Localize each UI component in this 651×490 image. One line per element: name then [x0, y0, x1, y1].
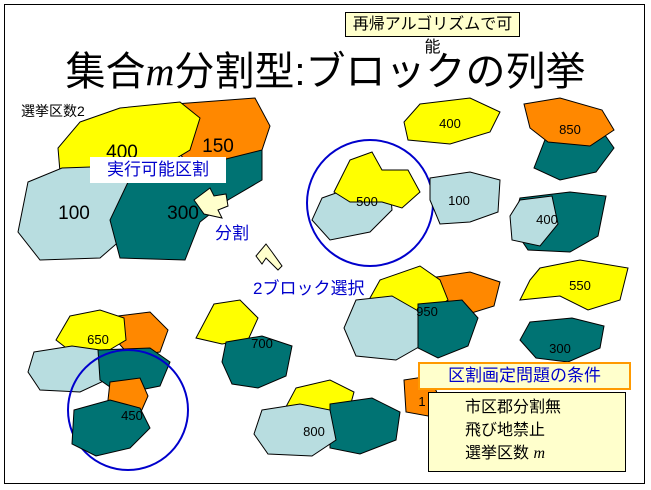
- region-shape-850-orange: [523, 97, 615, 147]
- region-shape-500-yellow: [333, 151, 421, 209]
- label-1: 1: [418, 394, 425, 409]
- region-shape-700-yellow: [195, 299, 259, 345]
- slide-frame: [4, 4, 645, 484]
- label-100-large: 100: [58, 203, 90, 224]
- slide-title: 集合m分割型:ブロックの列挙: [0, 48, 651, 96]
- condition-count-variable: m: [533, 445, 546, 462]
- region-shape-800-teal: [329, 397, 401, 455]
- label-950: 950: [416, 304, 438, 319]
- label-850: 850: [559, 122, 581, 137]
- split-arrow: [193, 187, 229, 219]
- recursive-note: 再帰アルゴリズムで可能: [345, 12, 520, 56]
- label-100: 100: [448, 193, 470, 208]
- region-shape-950-teal: [417, 299, 479, 359]
- label-400-top: 400: [439, 116, 461, 131]
- district-count-label: 選挙区数2: [21, 103, 85, 119]
- region-shape-450-teal: [71, 399, 151, 457]
- region-labels: 400 150 100 300 400 850 500 100 400 550 …: [58, 116, 591, 439]
- select-blocks-label: 2ブロック選択: [253, 279, 365, 298]
- region-shape-800-lightblue: [253, 403, 337, 457]
- split-label: 分割: [215, 224, 249, 243]
- feasible-partition-label: 実行可能区割: [90, 157, 226, 183]
- title-prefix: 集合: [65, 50, 146, 94]
- region-shape-700-teal: [221, 335, 293, 389]
- condition-count-text: 選挙区数: [465, 445, 534, 462]
- label-150-large: 150: [202, 136, 234, 157]
- region-shape-300: [519, 317, 605, 363]
- conditions-box: 市区郡分割無 飛び地禁止 選挙区数 m: [428, 392, 626, 472]
- label-450: 450: [121, 408, 143, 423]
- region-shape-950-lightblue: [343, 295, 425, 361]
- condition-item: 選挙区数 m: [465, 442, 625, 465]
- conditions-header: 区割画定問題の条件: [418, 362, 631, 390]
- label-800: 800: [303, 424, 325, 439]
- label-550: 550: [569, 278, 591, 293]
- region-shape-400-lightblue: [509, 195, 559, 247]
- label-700: 700: [251, 336, 273, 351]
- label-650: 650: [87, 332, 109, 347]
- condition-item: 飛び地禁止: [465, 422, 546, 439]
- region-shape-650-yellow: [55, 309, 127, 355]
- title-variable: m: [145, 49, 175, 94]
- highlight-circle-bottom: [67, 349, 189, 471]
- select-arrow: [255, 243, 283, 271]
- label-300: 300: [549, 341, 571, 356]
- title-suffix: 分割型:ブロックの列挙: [174, 50, 586, 94]
- label-400-right: 400: [536, 212, 558, 227]
- region-shape-650-lightblue: [27, 345, 111, 393]
- condition-item: 市区郡分割無: [465, 399, 562, 416]
- region-shape-400-top: [403, 97, 501, 145]
- label-500: 500: [356, 194, 378, 209]
- region-shape-550: [519, 259, 629, 311]
- label-300-large: 300: [167, 203, 199, 224]
- region-shape-100: [429, 171, 501, 225]
